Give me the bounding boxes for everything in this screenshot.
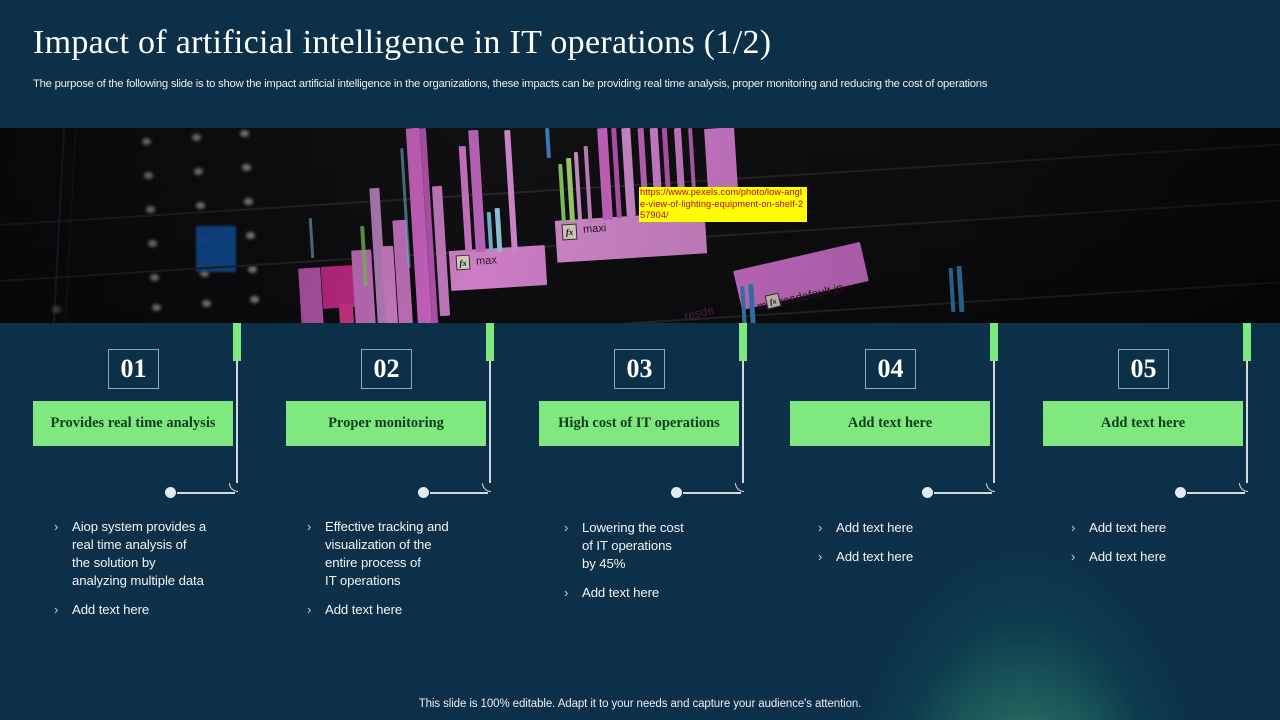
impact-column-3: 03 High cost of IT operations › Lowering… <box>539 323 792 683</box>
footer-note: This slide is 100% editable. Adapt it to… <box>418 698 862 710</box>
chevron-right-icon: › <box>307 602 312 617</box>
impact-label: Add text here <box>790 401 990 446</box>
list-item-text: Effective tracking and visualization of … <box>325 519 449 588</box>
bullet-list: › Effective tracking and visualization o… <box>304 518 534 630</box>
chevron-right-icon: › <box>54 602 59 617</box>
impact-column-1: 01 Provides real time analysis › Aiop sy… <box>33 323 286 683</box>
step-number-badge: 05 <box>1118 349 1169 389</box>
accent-bar <box>990 323 998 361</box>
list-item: › Add text here <box>304 601 534 619</box>
list-item-text: Add text here <box>72 602 150 617</box>
connector-line <box>165 361 275 498</box>
image-source-url[interactable]: https://www.pexels.com/photo/low-angle-v… <box>639 187 807 222</box>
accent-bar <box>233 323 241 361</box>
list-item-text: Add text here <box>836 549 914 564</box>
connector-line <box>671 361 781 498</box>
list-item: › Add text here <box>561 584 791 602</box>
accent-bar <box>486 323 494 361</box>
chevron-right-icon: › <box>54 519 59 534</box>
chevron-right-icon: › <box>564 585 569 600</box>
fx-icon: fx <box>561 223 578 241</box>
step-number-badge: 03 <box>614 349 665 389</box>
list-item: › Effective tracking and visualization o… <box>304 518 534 590</box>
list-item: › Add text here <box>1068 548 1280 566</box>
chevron-right-icon: › <box>818 520 823 535</box>
list-item-text: Lowering the cost of IT operations by 45… <box>582 520 684 571</box>
accent-bar <box>1243 323 1251 361</box>
impact-columns: 01 Provides real time analysis › Aiop sy… <box>0 323 1280 683</box>
list-item: › Add text here <box>815 519 1045 537</box>
list-item-text: Add text here <box>325 602 403 617</box>
connector-dot <box>418 487 429 498</box>
bullet-list: › Aiop system provides a real time analy… <box>51 518 281 630</box>
list-item-text: Aiop system provides a real time analysi… <box>72 519 207 588</box>
connector-dot <box>671 487 682 498</box>
timeline-photo-illustration: fx max fx maxi fx maxre maxresdefault.jp… <box>0 128 1280 323</box>
impact-label: High cost of IT operations <box>539 401 739 446</box>
impact-label: Proper monitoring <box>286 401 486 446</box>
step-number-badge: 01 <box>108 349 159 389</box>
banner-image: fx max fx maxi fx maxre maxresdefault.jp… <box>0 128 1280 323</box>
slide-header: Impact of artificial intelligence in IT … <box>0 0 1280 128</box>
list-item: › Add text here <box>1068 519 1280 537</box>
list-item-text: Add text here <box>582 585 660 600</box>
connector-line <box>1175 361 1280 498</box>
fx-icon: fx <box>455 254 471 271</box>
clip-label: maxi <box>582 222 607 236</box>
bullet-list: › Lowering the cost of IT operations by … <box>561 519 791 613</box>
step-number-badge: 04 <box>865 349 916 389</box>
step-number-badge: 02 <box>361 349 412 389</box>
chevron-right-icon: › <box>1071 520 1076 535</box>
connector-dot <box>165 487 176 498</box>
list-item-text: Add text here <box>1089 549 1167 564</box>
clip-label: max <box>475 254 498 268</box>
impact-column-4: 04 Add text here › Add text here › Add t… <box>790 323 1043 683</box>
connector-dot <box>1175 487 1186 498</box>
chevron-right-icon: › <box>1071 549 1076 564</box>
chevron-right-icon: › <box>307 519 312 534</box>
impact-label: Add text here <box>1043 401 1243 446</box>
page-subtitle: The purpose of the following slide is to… <box>33 78 988 90</box>
list-item: › Aiop system provides a real time analy… <box>51 518 281 590</box>
chevron-right-icon: › <box>564 520 569 535</box>
list-item: › Lowering the cost of IT operations by … <box>561 519 791 573</box>
connector-dot <box>922 487 933 498</box>
connector-line <box>418 361 528 498</box>
connector-line <box>922 361 1032 498</box>
bullet-list: › Add text here › Add text here <box>815 519 1045 577</box>
impact-column-2: 02 Proper monitoring › Effective trackin… <box>286 323 539 683</box>
impact-label: Provides real time analysis <box>33 401 233 446</box>
list-item: › Add text here <box>815 548 1045 566</box>
slide-footer: This slide is 100% editable. Adapt it to… <box>0 688 1280 720</box>
list-item-text: Add text here <box>836 520 914 535</box>
impact-column-5: 05 Add text here › Add text here › Add t… <box>1043 323 1280 683</box>
chevron-right-icon: › <box>818 549 823 564</box>
list-item: › Add text here <box>51 601 281 619</box>
list-item-text: Add text here <box>1089 520 1167 535</box>
accent-bar <box>739 323 747 361</box>
bullet-list: › Add text here › Add text here <box>1068 519 1280 577</box>
page-title: Impact of artificial intelligence in IT … <box>33 24 772 61</box>
